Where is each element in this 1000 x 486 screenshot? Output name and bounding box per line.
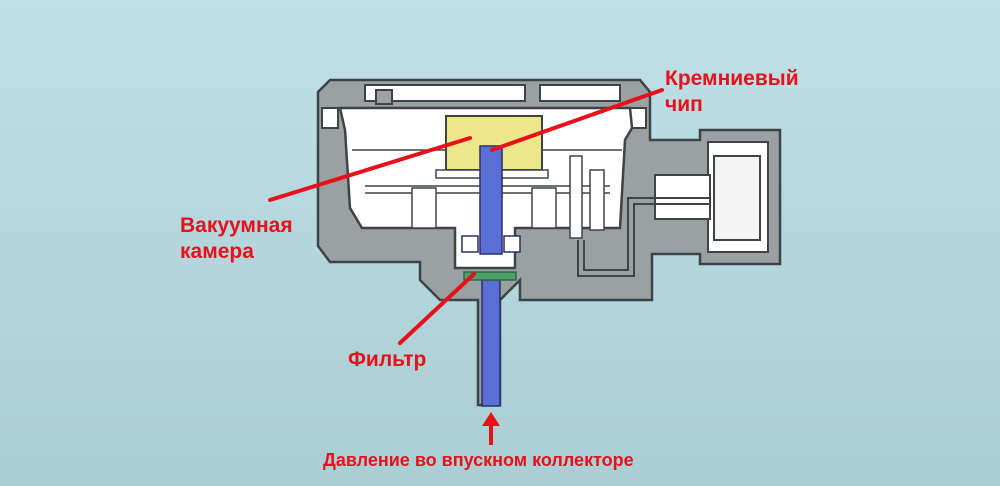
- up-arrow-icon: [482, 412, 500, 445]
- top-cover: [321, 84, 647, 129]
- intake-pressure-label: Давление во впускном коллекторе: [323, 450, 634, 470]
- silicon-chip-label-line-1: Кремниевый: [665, 67, 799, 90]
- filter: [463, 271, 517, 281]
- silicon-chip-label: Кремниевый чип: [665, 66, 799, 119]
- signal-wire: [577, 197, 710, 277]
- vacuum-callout-line: [268, 136, 472, 202]
- silicon-chip-label-line-2: чип: [665, 93, 703, 117]
- callout-lines: [268, 88, 664, 345]
- vacuum-chamber-label-line-2: камера: [180, 240, 254, 264]
- chip-callout-line: [490, 88, 664, 152]
- vacuum-chamber-label-line-1: Вакуумная: [180, 214, 293, 237]
- filter-callout-line: [398, 272, 476, 345]
- filter-label: Фильтр: [348, 348, 427, 371]
- pressure-channel: [461, 145, 521, 407]
- vacuum-chamber-label: Вакуумная камера: [180, 213, 293, 266]
